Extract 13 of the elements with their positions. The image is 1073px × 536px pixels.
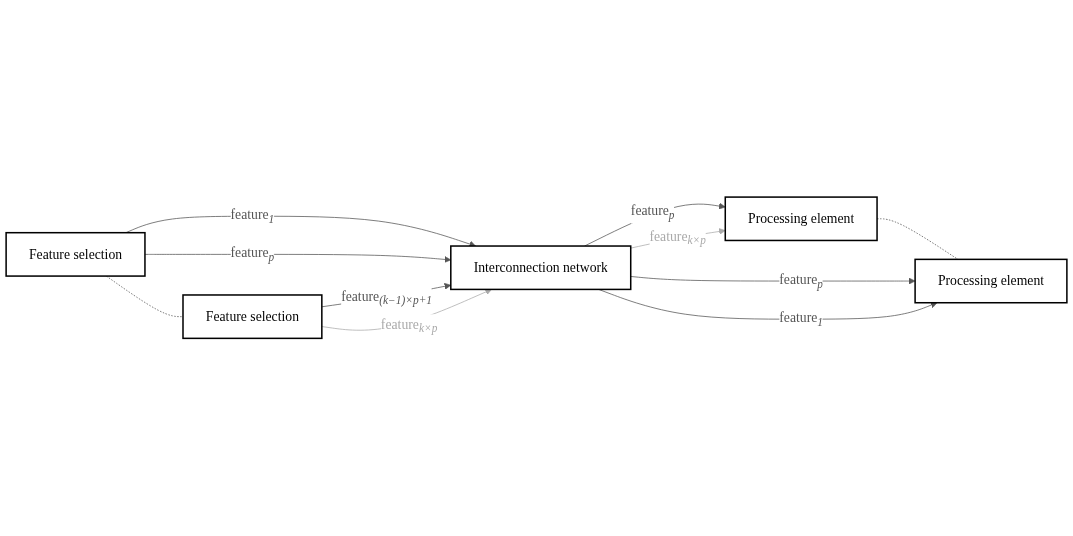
node-box: Feature selection [182,294,323,340]
node-box: Feature selection [5,232,146,278]
edge-label: feature$_{p}$ [630,203,675,222]
node-box: Processing element [724,196,878,242]
edge-label: feature$_{p}$ [230,245,275,264]
edge-label: feature$_{k×p}$ [380,316,438,335]
edge-label: feature$_{(k−1)×p+1}$ [341,288,433,307]
edge-label: feature$_{k×p}$ [649,229,706,247]
edge-label: feature$_{1}$ [779,310,824,329]
node-box: Processing element [914,258,1068,304]
edge-label: feature$_{p}$ [779,272,824,291]
node-box: Interconnection network [450,245,632,291]
edge-label: feature$_{1}$ [230,207,275,226]
